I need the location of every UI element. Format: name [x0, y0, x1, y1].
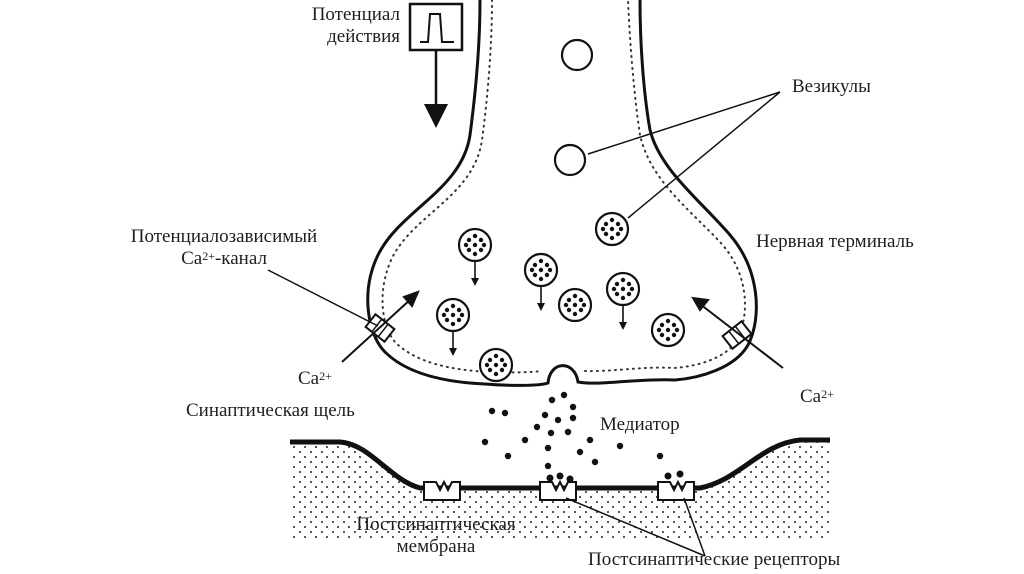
ca-ion-label-left: Ca2+ [298, 368, 332, 389]
filled-vesicle [650, 312, 686, 348]
receptor-pointer [565, 497, 706, 557]
action-potential-label: Потенциал действия [311, 4, 400, 47]
filled-vesicle [594, 211, 630, 247]
filled-vesicle [478, 347, 514, 383]
synaptic-cleft-label: Синаптическая щель [186, 400, 355, 421]
filled-vesicle [557, 287, 593, 323]
postsynaptic-membrane-label: Постсинаптическая мембрана [356, 514, 516, 557]
postsynaptic-receptors-label: Постсинаптические рецепторы [588, 549, 841, 570]
ca-influx-arrows [341, 290, 784, 369]
mediator-label: Медиатор [600, 414, 680, 435]
filled-vesicle [435, 297, 471, 356]
ca-channel-label: Потенциалозависимый Ca2+-канал [130, 226, 318, 269]
filled-vesicle [523, 252, 559, 311]
vesicles-pointer [627, 91, 781, 219]
mediator-molecules [481, 391, 664, 470]
ca-ion-label-right: Ca2+ [800, 386, 834, 407]
empty-vesicle [553, 143, 587, 177]
filled-vesicle [457, 227, 493, 286]
empty-vesicle [560, 38, 594, 72]
action-potential-indicator [408, 2, 464, 128]
nerve-terminal-label: Нервная терминаль [756, 231, 914, 252]
channel-pointer [267, 269, 379, 327]
vesicles-label: Везикулы [792, 76, 871, 97]
vesicles-pointer [587, 91, 781, 155]
postsynaptic-receptors [423, 470, 695, 501]
filled-vesicles [435, 211, 686, 383]
receptor-pointer [683, 497, 706, 557]
filled-vesicle [605, 271, 641, 330]
